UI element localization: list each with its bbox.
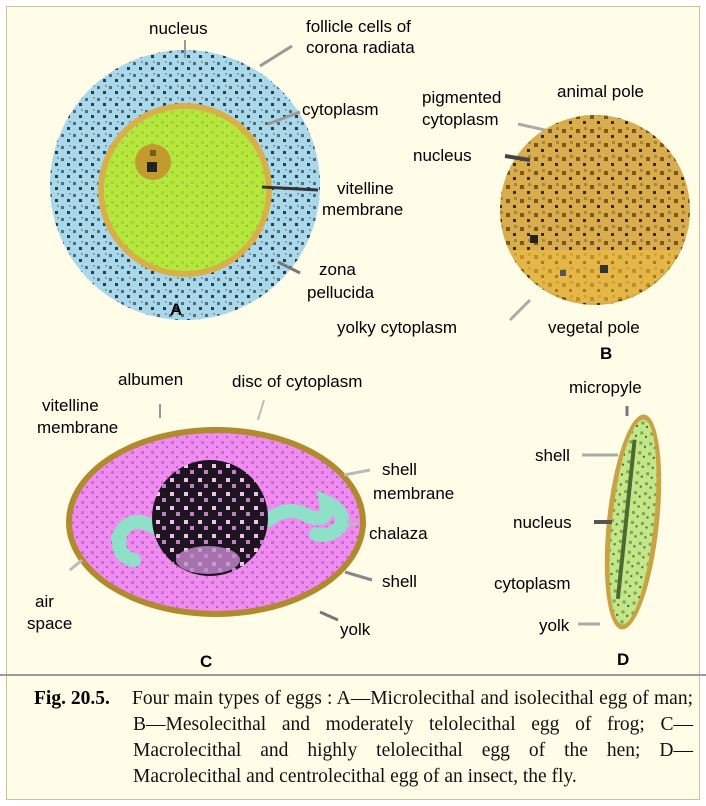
egg-c-chalaza-label: chalaza [369,524,428,544]
egg-b-nucleus-label: nucleus [413,146,472,166]
egg-a-follicle-label-line2: corona radiata [306,38,415,58]
egg-c-vitelline-label-line1: vitelline [42,396,99,416]
egg-b-yolky-cytoplasm-label: yolky cytoplasm [337,318,457,338]
egg-a-follicle-label-line1: follicle cells of [306,17,411,37]
caption-divider [0,674,706,676]
caption-text: Four main types of eggs : A—Microlecitha… [133,686,693,790]
egg-d-shell-label: shell [535,446,570,466]
egg-d-micropyle-label: micropyle [569,378,642,398]
egg-d-cytoplasm-label: cytoplasm [494,574,571,594]
egg-a-zona-label-line2: pellucida [307,283,374,303]
egg-b-frog [500,115,690,320]
egg-b-pigmented-label-line1: pigmented [422,88,501,108]
egg-a-cytoplasm-label: cytoplasm [302,100,379,120]
vegetal-hemisphere [510,250,680,303]
egg-a-nucleus-label: nucleus [149,19,208,39]
egg-c-albumen-label: albumen [118,370,183,390]
egg-b-animal-pole-label: animal pole [557,82,644,102]
egg-c-letter: C [200,652,212,672]
egg-b-pigmented-label-line2: cytoplasm [422,110,499,130]
caption-label: Fig. 20.5. [34,686,110,712]
egg-d-fly [578,406,670,632]
egg-d-letter: D [617,650,629,670]
figure-caption: Fig. 20.5. Four main types of eggs : A—M… [0,680,706,800]
egg-c-disc-label: disc of cytoplasm [232,372,362,392]
egg-b-vegetal-pole-label: vegetal pole [548,318,640,338]
egg-a-letter: A [170,300,182,320]
egg-c-shell-membrane-label-line2: membrane [373,484,454,504]
egg-a-zona-label-line1: zona [319,260,356,280]
egg-c-vitelline-label-line2: membrane [37,418,118,438]
egg-c-shell-membrane-label-line1: shell [382,460,417,480]
egg-c-shell-label: shell [382,572,417,592]
egg-b-letter: B [600,344,612,364]
egg-a-vitelline-label-line1: vitelline [337,179,394,199]
egg-c-air-space-label-line2: space [27,614,72,634]
egg-a-vitelline-label-line2: membrane [322,200,403,220]
egg-c-yolk-label: yolk [340,620,370,640]
egg-d-yolk-label: yolk [539,616,569,636]
egg-a-human [50,40,320,320]
egg-d-nucleus-label: nucleus [513,513,572,533]
egg-c-air-space-label-line1: air [35,592,54,612]
